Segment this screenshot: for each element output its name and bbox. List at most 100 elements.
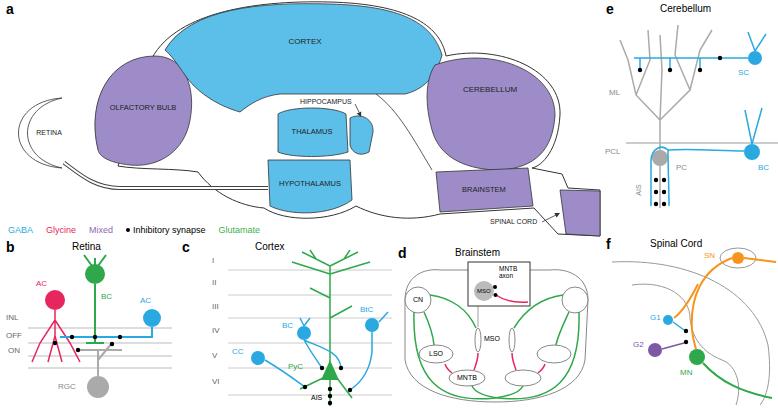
inhibitory-synapse — [328, 401, 332, 405]
brainstem-slice — [509, 328, 515, 352]
gabaergic-interneurons — [251, 351, 265, 365]
cell-label: AC — [140, 296, 151, 305]
brainstem-slice — [475, 328, 481, 352]
inhibitory-synapse — [662, 202, 666, 206]
region-shape — [436, 168, 533, 212]
region-label: CORTEX — [288, 37, 321, 46]
inset — [474, 281, 494, 301]
panel-letter: a — [6, 1, 14, 17]
nucleus-label: MNTB — [457, 374, 477, 382]
layer-label: ON — [8, 346, 20, 355]
legend-item: Glycine — [46, 225, 76, 235]
inset — [478, 306, 479, 327]
gabaergic-interneurons — [300, 318, 341, 368]
nucleus-label: MSO — [477, 288, 491, 295]
inhibitory-synapse — [718, 56, 722, 60]
inhibitory-synapse — [70, 335, 74, 339]
layer-label: VI — [212, 377, 220, 386]
region-label: HYPOTHALAMUS — [279, 180, 341, 189]
purkinje-cell — [620, 25, 712, 208]
legend-swatch: GABA — [8, 225, 33, 235]
legend-item: Mixed — [89, 225, 113, 235]
pcl-line — [626, 143, 778, 144]
inhibitory-synapse — [118, 335, 122, 339]
region-label: CEREBELLUM — [463, 85, 517, 94]
region-shape — [278, 108, 348, 157]
legend-text: GABA — [8, 225, 33, 235]
layer-label: ML — [609, 88, 620, 97]
inhibitory-synapse — [654, 178, 658, 182]
excitatory-fiber — [414, 295, 579, 399]
excitatory-fiber — [556, 312, 569, 345]
motor-neuron — [689, 349, 705, 365]
region-label: OLFACTORY BULB — [108, 104, 178, 113]
cell-label: SN — [704, 251, 715, 260]
stellate-cell — [748, 51, 762, 65]
inhibitory-synapse — [654, 190, 658, 194]
inset — [468, 262, 530, 327]
inhibitory-synapse — [698, 68, 702, 72]
inhibitory-synapse — [684, 329, 688, 333]
brain-body — [376, 94, 432, 170]
inhibitory-synapse — [93, 335, 97, 339]
inhibitory-synapse — [638, 68, 642, 72]
inhibitory-fiber — [445, 353, 545, 373]
leader-arrow — [355, 104, 359, 112]
brainstem-slice — [405, 287, 431, 313]
gabaergic-interneurons — [350, 312, 388, 390]
inhibitory-synapse — [110, 342, 114, 346]
inset-label: MNTB axon — [499, 265, 527, 280]
leader-arrow — [542, 215, 556, 222]
sensory-neuron — [674, 252, 776, 349]
motor-neuron — [689, 349, 772, 398]
nucleus-label: MSO — [484, 335, 500, 343]
region-shape — [95, 56, 192, 165]
structure-label: AIS — [311, 394, 322, 402]
g1-interneuron — [673, 322, 684, 330]
inhibitory-synapse — [53, 335, 122, 352]
region-label: SPINAL CORD — [490, 218, 537, 226]
region-label: HIPPOCAMPUS — [300, 98, 352, 106]
purkinje-cell — [652, 150, 668, 166]
brain-region: OLFACTORY BULB — [88, 52, 196, 170]
inset — [494, 293, 498, 297]
region-outline — [423, 48, 559, 172]
panel-title: Brainstem — [455, 247, 500, 259]
g2-interneuron — [648, 343, 684, 357]
excitatory-fiber — [472, 312, 579, 399]
cell-label: G1 — [650, 313, 661, 322]
hippocampus-region — [350, 116, 373, 154]
legend: GABAGlycineMixedInhibitory synapseGlutam… — [8, 225, 260, 235]
sensory-neuron — [674, 258, 776, 349]
inhibitory-synapse — [303, 385, 307, 389]
inhibitory-synapse — [654, 202, 658, 206]
region-label: BRAINSTEM — [462, 186, 506, 195]
inhibitory-synapse — [328, 394, 332, 398]
layer-label: V — [212, 351, 217, 360]
gabaergic-interneurons — [297, 326, 311, 340]
legend-swatch: Glutamate — [219, 225, 261, 235]
region-shape — [268, 160, 352, 213]
panel-letter: b — [6, 239, 15, 255]
cell-label: CC — [232, 347, 244, 356]
cell-label: BC — [282, 321, 293, 330]
inhibitory-synapse — [53, 341, 57, 345]
brain-region: THALAMUS — [276, 106, 350, 158]
legend-text: Glycine — [46, 225, 76, 235]
cell-label: RGC — [58, 382, 76, 391]
cortex-layer-lines — [228, 270, 392, 271]
cell-label: MN — [680, 368, 692, 377]
nucleus-label: LSO — [429, 350, 443, 358]
optic-tract — [64, 163, 268, 188]
gabaergic-interneurons — [265, 360, 305, 387]
motor-neuron — [703, 363, 772, 398]
region-shape — [19, 98, 63, 168]
region-shape — [165, 4, 442, 112]
layer-label: II — [212, 278, 216, 287]
spinal-cord-region — [560, 190, 600, 236]
cortex-layer-lines — [228, 395, 392, 396]
excitatory-fiber — [424, 312, 434, 345]
inhibitory-synapse — [684, 329, 688, 344]
brainstem-slice — [419, 345, 453, 363]
